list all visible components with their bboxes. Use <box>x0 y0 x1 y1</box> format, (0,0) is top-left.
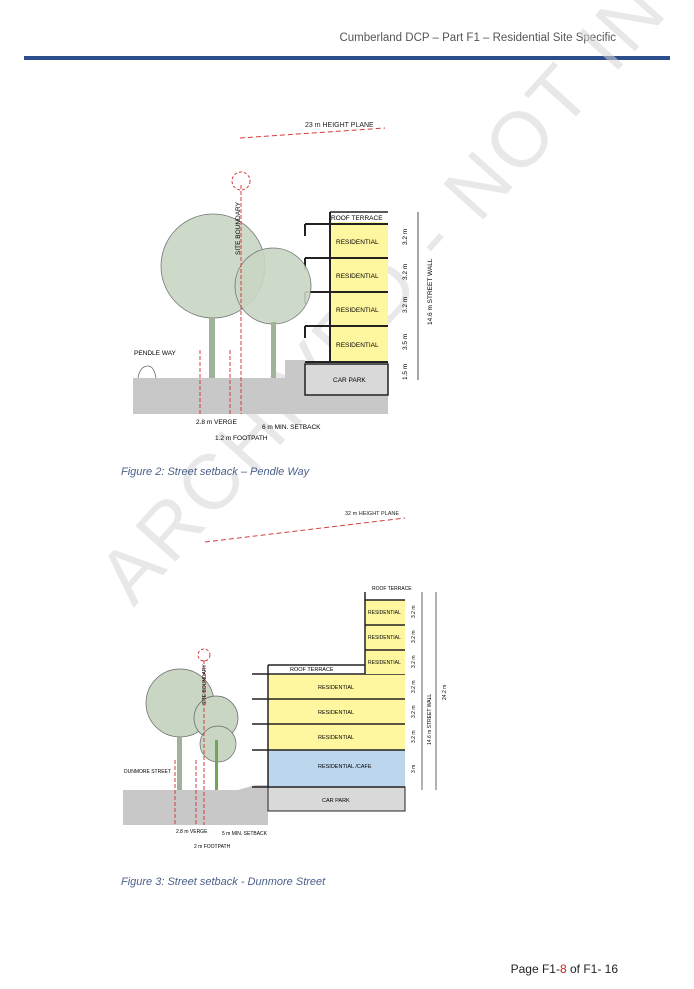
fig3-car-park: CAR PARK <box>322 798 350 804</box>
fig3-total-height: 24.2 m <box>442 685 448 700</box>
figure-3-caption: Figure 3: Street setback - Dunmore Stree… <box>121 876 326 888</box>
fig3-tower-roof-terrace: ROOF TERRACE <box>372 586 412 592</box>
fig3-street-wall: 14.6 m STREET WALL <box>427 694 433 745</box>
fig3-dim-lower: 3.2 m <box>411 730 417 743</box>
fig2-dim: 3.2 m <box>402 229 409 245</box>
fig2-site-boundary: SITE BOUNDARY <box>235 201 242 255</box>
fig2-residential: RESIDENTIAL <box>336 342 379 349</box>
fig3-setback: 5 m MIN. SETBACK <box>222 831 268 837</box>
fig2-street-wall: 14.6 m STREET WALL <box>427 258 434 325</box>
fig2-dim: 3.2 m <box>402 264 409 280</box>
fig3-dim-upper: 3.2 m <box>411 605 417 618</box>
fig3-footpath: 2 m FOOTPATH <box>194 844 231 850</box>
fig2-residential: RESIDENTIAL <box>336 273 379 280</box>
fig2-footpath: 1.2 m FOOTPATH <box>215 435 268 442</box>
fig2-car-park: CAR PARK <box>333 377 366 384</box>
fig3-residential: RESIDENTIAL <box>368 610 401 616</box>
page-number: Page F1-8 of F1- 16 <box>511 962 618 976</box>
figure-2-caption: Figure 2: Street setback – Pendle Way <box>121 466 310 478</box>
fig2-dim: 3.2 m <box>402 297 409 313</box>
page-prefix: Page F1- <box>510 962 560 976</box>
fig3-residential: RESIDENTIAL <box>318 710 354 716</box>
fig3-site-boundary: SITE BOUNDARY <box>202 664 208 705</box>
fig2-dim: 1.5 m <box>402 364 409 380</box>
fig3-dim-upper: 3.2 m <box>411 630 417 643</box>
fig3-roof-terrace: ROOF TERRACE <box>290 667 334 673</box>
fig2-street-name: PENDLE WAY <box>134 350 177 357</box>
fig2-residential: RESIDENTIAL <box>336 307 379 314</box>
fig3-residential: RESIDENTIAL <box>368 635 401 641</box>
fig3-height-plane: 32 m HEIGHT PLANE <box>345 511 399 517</box>
fig3-street-name: DUNMORE STREET <box>124 769 171 775</box>
fig2-residential: RESIDENTIAL <box>336 239 379 246</box>
page-suffix: of F1- 16 <box>566 962 618 976</box>
fig3-residential-cafe: RESIDENTIAL /CAFE <box>318 764 372 770</box>
fig3-dim-lower: 3.2 m <box>411 705 417 718</box>
fig2-setback: 6 m MIN. SETBACK <box>262 424 321 431</box>
fig2-height-plane: 23 m HEIGHT PLANE <box>305 122 374 129</box>
fig2-dim: 3.5 m <box>402 334 409 350</box>
page-current: 8 <box>559 962 567 976</box>
fig3-dim-lower: 3 m <box>411 765 417 773</box>
fig2-roof-terrace: ROOF TERRACE <box>331 215 383 222</box>
fig3-dim-upper: 3.2 m <box>411 655 417 668</box>
fig3-verge: 2.8 m VERGE <box>176 829 208 835</box>
fig3-residential: RESIDENTIAL <box>318 735 354 741</box>
fig3-residential: RESIDENTIAL <box>318 685 354 691</box>
fig3-dim-lower: 3.2 m <box>411 680 417 693</box>
fig3-residential: RESIDENTIAL <box>368 660 401 666</box>
header-rule <box>24 56 670 60</box>
document-header: Cumberland DCP – Part F1 – Residential S… <box>339 32 616 44</box>
fig2-verge: 2.8 m VERGE <box>196 419 237 426</box>
